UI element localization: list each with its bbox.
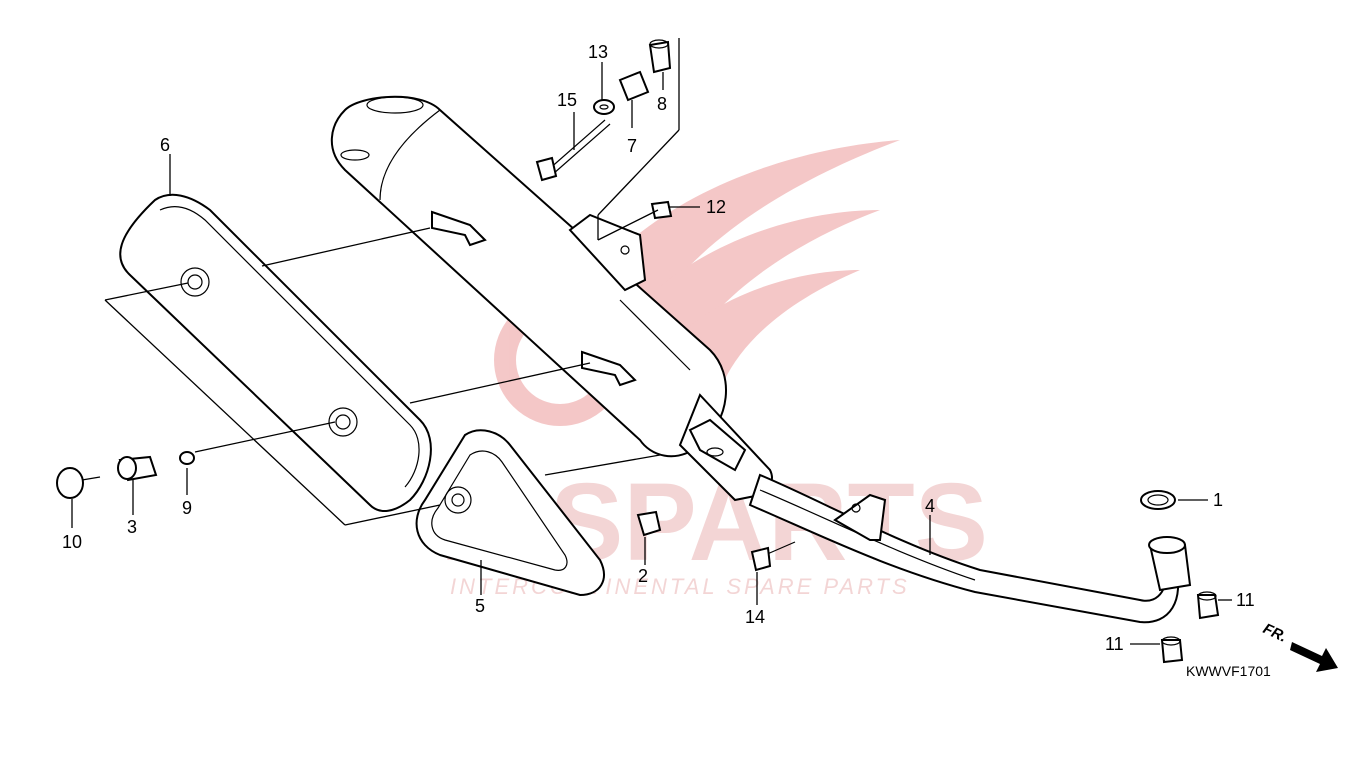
callout-7: 7 (627, 136, 637, 156)
front-arrow-icon (1290, 642, 1338, 672)
callout-8: 8 (657, 94, 667, 114)
nut-a (1196, 591, 1220, 620)
callout-9: 9 (182, 498, 192, 518)
callout-11-b: 11 (1105, 634, 1124, 654)
callout-11-a: 11 (1236, 590, 1255, 610)
callout-4: 4 (925, 496, 935, 516)
washer (593, 99, 615, 115)
nut-b (1160, 636, 1184, 664)
muffler (330, 95, 727, 458)
top-collar (648, 39, 672, 74)
front-label: FR. (1260, 620, 1289, 646)
callout-15: 15 (557, 90, 577, 110)
long-bolt (535, 119, 611, 182)
grommet (117, 455, 158, 482)
mount-nut (650, 200, 673, 220)
diagram-code: KWWVF1701 (1186, 663, 1271, 679)
callout-14: 14 (745, 607, 765, 627)
screw (56, 467, 101, 499)
callout-10: 10 (62, 532, 82, 552)
gasket (1140, 490, 1176, 510)
guide-lines (71, 38, 1232, 645)
callout-1: 1 (1213, 490, 1223, 510)
exhaust-pipe (748, 473, 1192, 624)
callout-3: 3 (127, 517, 137, 537)
callout-2: 2 (638, 566, 648, 586)
front-direction-indicator: FR. (1260, 620, 1338, 672)
callouts: 1 2 3 4 5 6 7 8 9 10 11 11 12 13 14 15 (62, 42, 1255, 654)
callout-6: 6 (160, 135, 170, 155)
callout-13: 13 (588, 42, 608, 62)
rubber-mount (636, 510, 662, 537)
flange-bolt (750, 541, 796, 572)
heat-shield-small (415, 429, 605, 597)
collar (179, 451, 195, 465)
heat-shield-large (119, 193, 432, 512)
rubber-collar (618, 70, 650, 102)
callout-5: 5 (475, 596, 485, 616)
callout-12: 12 (706, 197, 726, 217)
